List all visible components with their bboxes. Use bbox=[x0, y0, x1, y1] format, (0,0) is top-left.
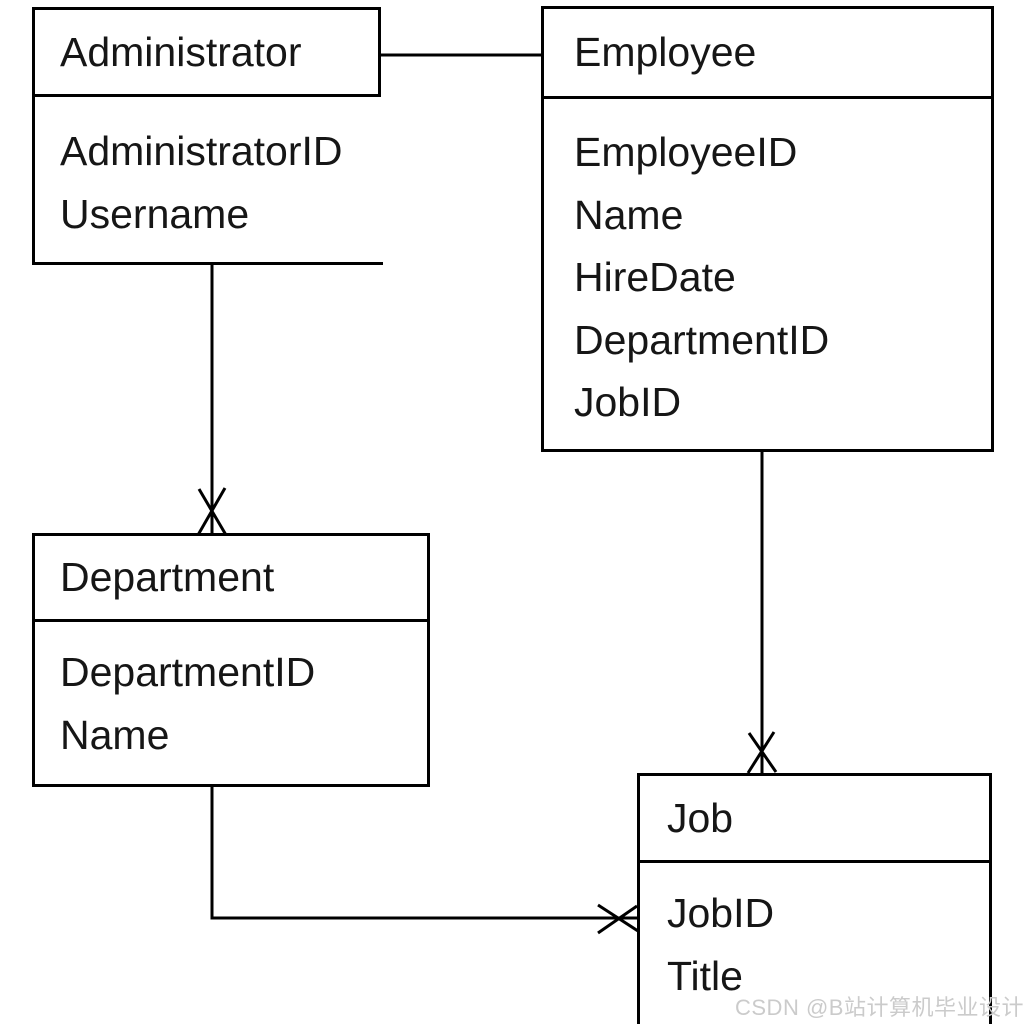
attribute-row: DepartmentID bbox=[574, 316, 830, 363]
attribute-row: EmployeeID bbox=[574, 129, 798, 175]
attribute-row: Title bbox=[667, 952, 743, 999]
entity-department-header: Department bbox=[32, 533, 430, 622]
x-arrowhead-department bbox=[196, 487, 228, 536]
entity-title: Job bbox=[667, 794, 734, 841]
entity-employee-attributes: EmployeeID Name HireDate DepartmentID Jo… bbox=[541, 99, 994, 452]
attribute-row: JobID bbox=[574, 379, 682, 425]
entity-administrator: Administrator AdministratorID Username bbox=[32, 7, 383, 265]
entity-administrator-attributes: AdministratorID Username bbox=[32, 97, 383, 265]
attribute-row: DepartmentID bbox=[60, 649, 316, 695]
entity-employee-header: Employee bbox=[541, 6, 994, 99]
watermark: CSDN @B站计算机毕业设计大学 bbox=[735, 995, 1024, 1020]
entity-department: Department DepartmentID Name bbox=[32, 533, 430, 787]
entity-title: Department bbox=[60, 554, 275, 600]
connector-department-job bbox=[210, 787, 637, 920]
entity-job-attributes: JobID Title bbox=[637, 863, 992, 1024]
entity-employee: Employee EmployeeID Name HireDate Depart… bbox=[541, 6, 994, 452]
entity-job: Job JobID Title bbox=[637, 773, 992, 1024]
attribute-row: Name bbox=[60, 711, 170, 758]
attribute-row: AdministratorID bbox=[60, 128, 343, 174]
attribute-row: Username bbox=[60, 190, 250, 237]
entity-department-attributes: DepartmentID Name bbox=[32, 622, 430, 787]
entity-title: Employee bbox=[574, 29, 757, 75]
entity-administrator-header: Administrator bbox=[32, 7, 381, 97]
attribute-row: Name bbox=[574, 191, 684, 238]
entity-job-header: Job bbox=[637, 773, 992, 863]
attribute-row: JobID bbox=[667, 890, 775, 936]
attribute-row: HireDate bbox=[574, 254, 736, 300]
x-arrowhead-job-left bbox=[597, 903, 639, 935]
x-arrowhead-job-top bbox=[746, 731, 778, 774]
entity-title: Administrator bbox=[60, 28, 302, 75]
